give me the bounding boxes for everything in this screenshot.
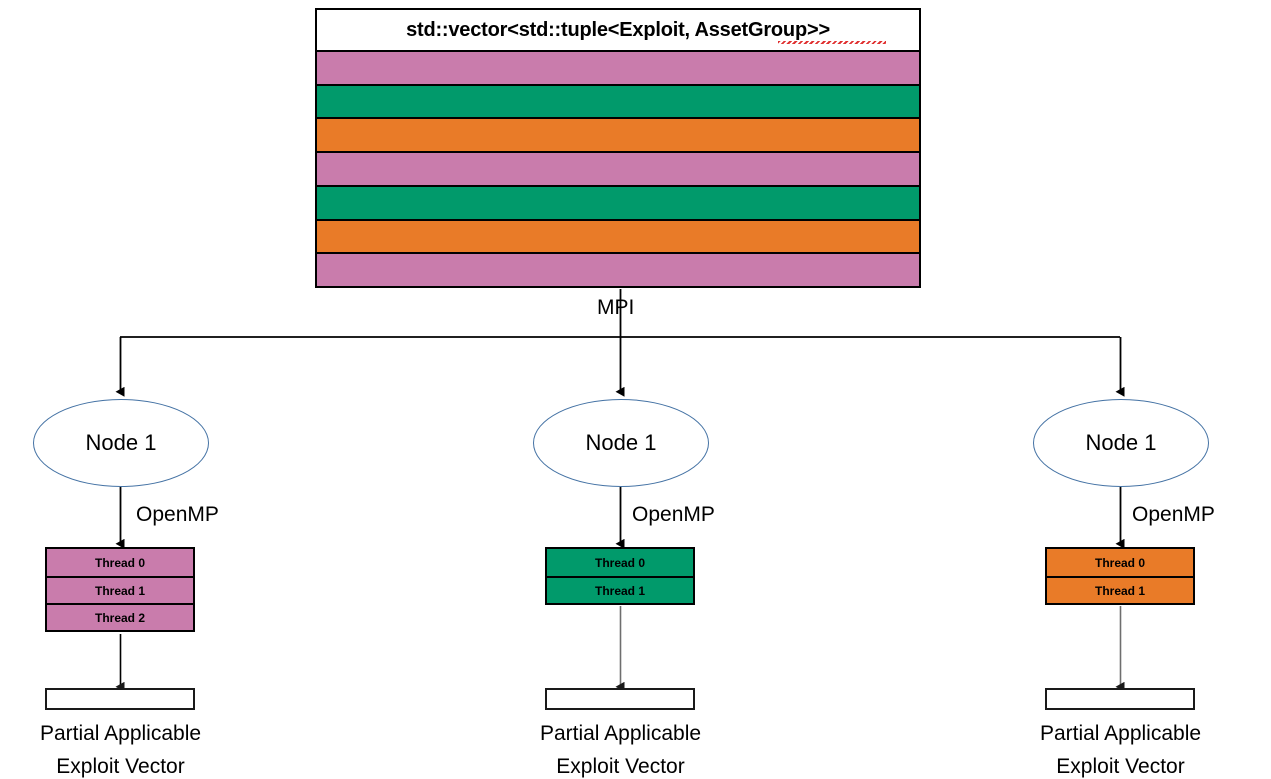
thread-label: Thread 2 bbox=[94, 610, 145, 625]
output-caption-line-2: Exploit Vector bbox=[1056, 754, 1185, 778]
output-caption-line-1: Partial Applicable bbox=[1039, 722, 1202, 745]
output-caption-3: Partial Applicable Exploit Vector bbox=[1000, 718, 1241, 779]
openmp-label-3: OpenMP bbox=[1132, 503, 1215, 526]
node-label-2: Node 1 bbox=[585, 430, 657, 455]
thread-row[interactable]: Thread 1 bbox=[1047, 576, 1193, 603]
output-caption-1: Partial Applicable Exploit Vector bbox=[0, 718, 241, 779]
vector-header-label: std::vector<std::tuple<Exploit, AssetGro… bbox=[406, 18, 830, 41]
output-box-2 bbox=[545, 688, 695, 710]
node-ellipse-3[interactable]: Node 1 bbox=[1033, 399, 1209, 487]
node-ellipse-1[interactable]: Node 1 bbox=[33, 399, 209, 487]
thread-label: Thread 1 bbox=[1094, 583, 1145, 598]
thread-stack-3: Thread 0 Thread 1 bbox=[1045, 547, 1195, 605]
spellcheck-underline-icon bbox=[778, 41, 886, 44]
mpi-label: MPI bbox=[597, 296, 635, 319]
thread-row[interactable]: Thread 1 bbox=[547, 576, 693, 603]
thread-label: Thread 0 bbox=[594, 555, 645, 570]
openmp-label-1: OpenMP bbox=[136, 503, 219, 526]
output-caption-line-1: Partial Applicable bbox=[539, 722, 702, 745]
vector-header: std::vector<std::tuple<Exploit, AssetGro… bbox=[317, 10, 919, 50]
vector-row-2 bbox=[317, 117, 919, 152]
thread-row[interactable]: Thread 0 bbox=[547, 549, 693, 576]
output-caption-line-2: Exploit Vector bbox=[56, 754, 185, 778]
openmp-label-2: OpenMP bbox=[632, 503, 715, 526]
vector-row-6 bbox=[317, 252, 919, 287]
output-caption-2: Partial Applicable Exploit Vector bbox=[500, 718, 741, 779]
vector-row-1 bbox=[317, 83, 919, 118]
thread-label: Thread 0 bbox=[1094, 555, 1145, 570]
thread-stack-2: Thread 0 Thread 1 bbox=[545, 547, 695, 605]
output-caption-line-2: Exploit Vector bbox=[556, 754, 685, 778]
vector-row-5 bbox=[317, 218, 919, 253]
output-box-1 bbox=[45, 688, 195, 710]
output-box-3 bbox=[1045, 688, 1195, 710]
thread-label: Thread 0 bbox=[94, 555, 145, 570]
thread-label: Thread 1 bbox=[94, 583, 145, 598]
vector-block: std::vector<std::tuple<Exploit, AssetGro… bbox=[315, 8, 921, 288]
node-ellipse-2[interactable]: Node 1 bbox=[533, 399, 709, 487]
vector-row-3 bbox=[317, 151, 919, 185]
output-caption-line-1: Partial Applicable bbox=[39, 722, 202, 745]
thread-row[interactable]: Thread 0 bbox=[47, 549, 193, 576]
node-label-1: Node 1 bbox=[85, 430, 157, 455]
thread-label: Thread 1 bbox=[594, 583, 645, 598]
thread-stack-1: Thread 0 Thread 1 Thread 2 bbox=[45, 547, 195, 632]
thread-row[interactable]: Thread 2 bbox=[47, 603, 193, 630]
thread-row[interactable]: Thread 0 bbox=[1047, 549, 1193, 576]
node-label-3: Node 1 bbox=[1085, 430, 1157, 455]
vector-row-4 bbox=[317, 184, 919, 219]
thread-row[interactable]: Thread 1 bbox=[47, 576, 193, 603]
vector-row-0 bbox=[317, 50, 919, 84]
